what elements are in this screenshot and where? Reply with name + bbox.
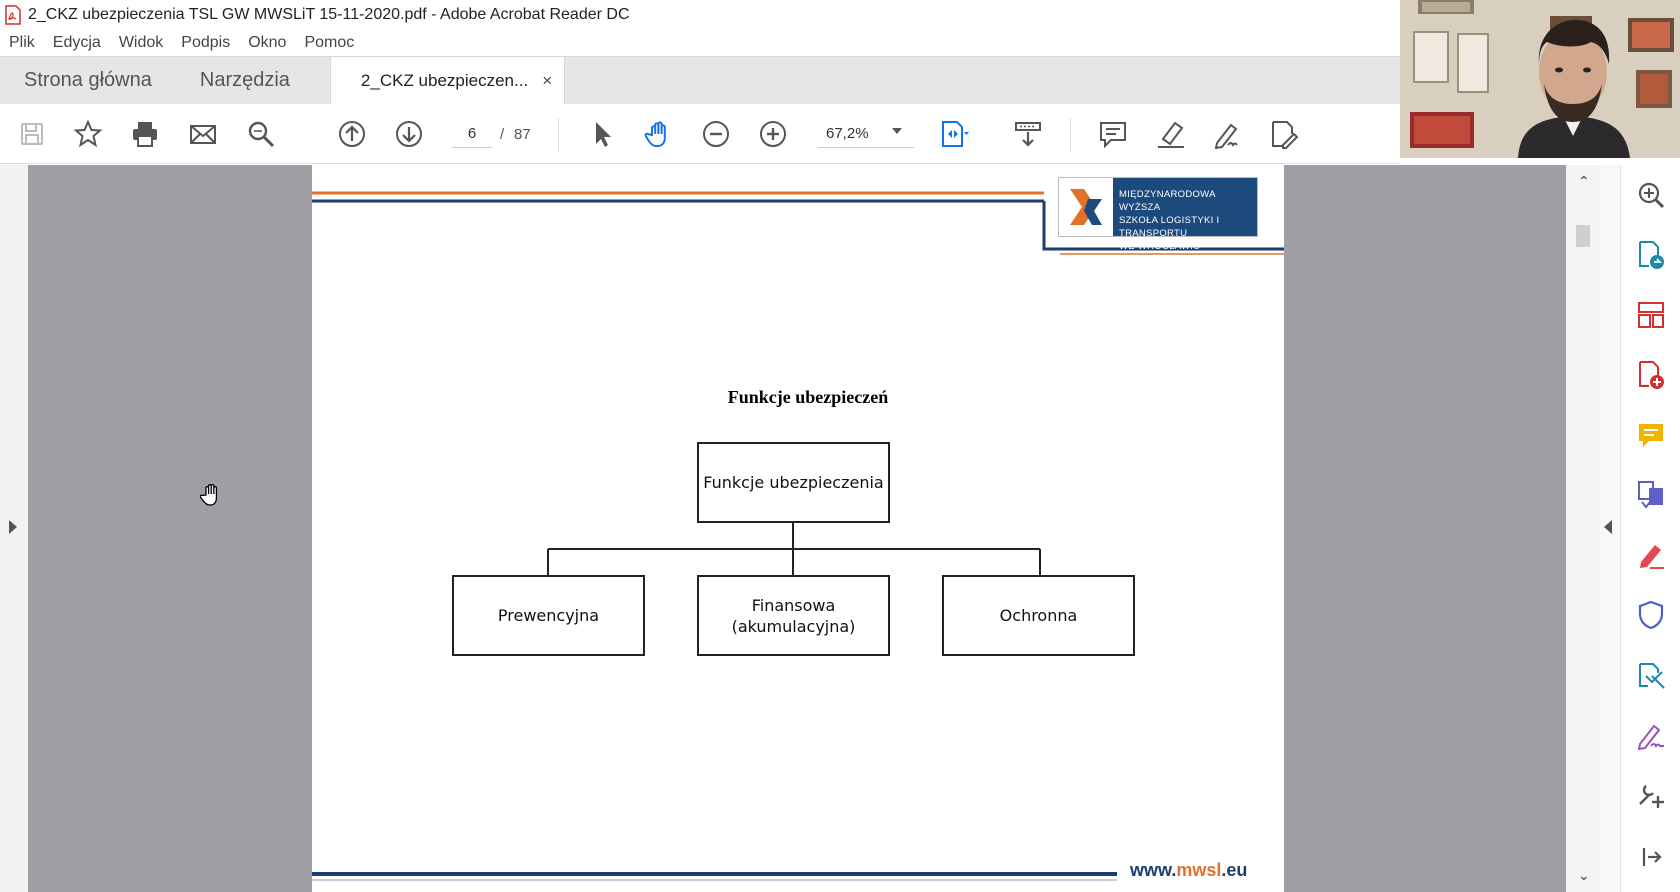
- protect-icon[interactable]: [1635, 599, 1667, 631]
- logo-mark-icon: [1059, 178, 1113, 236]
- zoom-in-icon[interactable]: [757, 118, 789, 150]
- toolbar-divider: [558, 118, 559, 152]
- page-up-icon[interactable]: [336, 118, 368, 150]
- export-pdf-icon[interactable]: [1635, 239, 1667, 271]
- menu-sign[interactable]: Podpis: [181, 34, 231, 51]
- tab-tools[interactable]: Narzędzia: [199, 69, 290, 91]
- root-box: Funkcje ubezpieczenia: [697, 442, 890, 523]
- tab-home[interactable]: Strona główna: [24, 69, 152, 91]
- tab-document-label: 2_CKZ ubezpieczen...: [360, 70, 529, 90]
- child-box-ochronna: Ochronna: [942, 575, 1135, 656]
- pdf-page: MIĘDZYNARODOWA WYŻSZA SZKOŁA LOGISTYKI I…: [312, 165, 1284, 892]
- tab-document[interactable]: 2_CKZ ubezpieczen... ×: [329, 57, 566, 104]
- logo-line-3: WE WROCŁAWIU: [1119, 241, 1201, 252]
- edit-pdf-icon[interactable]: [1268, 118, 1300, 150]
- organize-pages-icon[interactable]: [1635, 299, 1667, 331]
- page-separator: /: [500, 126, 505, 143]
- toolbar: 6 / 87 67,2%: [0, 104, 1400, 164]
- menu-view[interactable]: Widok: [118, 34, 164, 51]
- hand-cursor-icon: [200, 484, 218, 506]
- comment-tool-icon[interactable]: [1635, 419, 1667, 451]
- right-tools-panel: [1620, 165, 1680, 892]
- acrobat-app-icon: [5, 5, 21, 25]
- signature-icon[interactable]: [1635, 719, 1667, 751]
- website-suffix: .eu: [1221, 860, 1248, 880]
- create-pdf-icon[interactable]: [1635, 359, 1667, 391]
- menu-help[interactable]: Pomoc: [304, 34, 355, 51]
- menu-edit[interactable]: Edycja: [52, 34, 101, 51]
- print-icon[interactable]: [129, 118, 161, 150]
- search-icon[interactable]: [245, 118, 277, 150]
- zoom-out-icon[interactable]: [700, 118, 732, 150]
- website-accent: mwsl: [1176, 860, 1222, 880]
- menu-window[interactable]: Okno: [248, 34, 287, 51]
- comment-icon[interactable]: [1097, 118, 1129, 150]
- collapse-right-panel-icon[interactable]: [1604, 520, 1612, 534]
- combine-files-icon[interactable]: [1635, 479, 1667, 511]
- logo-text: MIĘDZYNARODOWA WYŻSZA SZKOŁA LOGISTYKI I…: [1113, 178, 1257, 252]
- more-tools-icon[interactable]: [1635, 779, 1667, 811]
- webcam-person-image: [1400, 0, 1680, 158]
- zoom-dropdown-icon[interactable]: [892, 128, 902, 134]
- current-page-input[interactable]: 6: [452, 120, 492, 148]
- webcam-video: [1400, 0, 1680, 158]
- website-prefix: www.: [1130, 860, 1177, 880]
- bookmark-star-icon[interactable]: [72, 118, 104, 150]
- scroll-mode-icon[interactable]: [1012, 118, 1044, 150]
- toolbar-divider: [1070, 118, 1071, 152]
- select-cursor-icon[interactable]: [586, 118, 618, 150]
- highlight-icon[interactable]: [1155, 118, 1187, 150]
- collapse-panel-icon[interactable]: [1635, 841, 1667, 873]
- slide-title: Funkcje ubezpieczeń: [727, 387, 889, 407]
- slide-decoration: [312, 191, 1284, 881]
- logo-line-2: SZKOŁA LOGISTYKI I TRANSPORTU: [1119, 215, 1220, 239]
- sign-icon[interactable]: [1212, 118, 1244, 150]
- child-box-finansowa: Finansowa (akumulacyjna): [697, 575, 890, 656]
- window-title: 2_CKZ ubezpieczenia TSL GW MWSLiT 15-11-…: [28, 6, 630, 23]
- total-pages: 87: [514, 126, 531, 143]
- vertical-scrollbar[interactable]: ⌃ ⌄: [1566, 165, 1600, 892]
- email-icon[interactable]: [187, 118, 219, 150]
- hand-tool-icon[interactable]: [643, 118, 675, 150]
- fill-sign-icon[interactable]: [1635, 539, 1667, 571]
- menu-file[interactable]: Plik: [9, 34, 35, 51]
- menu-bar: Plik Edycja Widok Podpis Okno Pomoc: [0, 30, 1400, 56]
- logo-line-1: MIĘDZYNARODOWA WYŻSZA: [1119, 189, 1216, 213]
- zoom-level-input[interactable]: 67,2%: [818, 120, 914, 148]
- scroll-down-icon[interactable]: ⌄: [1578, 867, 1590, 883]
- close-tab-icon[interactable]: ×: [542, 70, 553, 90]
- website-url: www.mwsl.eu: [1130, 860, 1247, 881]
- expand-left-panel-icon[interactable]: [9, 520, 17, 534]
- right-panel-toggle[interactable]: [1600, 165, 1620, 892]
- send-icon[interactable]: [1635, 659, 1667, 691]
- tab-bar: Strona główna Narzędzia 2_CKZ ubezpiecze…: [0, 56, 1400, 104]
- save-icon[interactable]: [16, 118, 48, 150]
- title-bar: 2_CKZ ubezpieczenia TSL GW MWSLiT 15-11-…: [0, 0, 1400, 30]
- child-box-prewencyjna: Prewencyjna: [452, 575, 645, 656]
- university-logo: MIĘDZYNARODOWA WYŻSZA SZKOŁA LOGISTYKI I…: [1058, 177, 1258, 252]
- fit-page-icon[interactable]: [938, 118, 970, 150]
- zoom-panel-icon[interactable]: [1635, 179, 1667, 211]
- page-down-icon[interactable]: [393, 118, 425, 150]
- scroll-thumb[interactable]: [1576, 225, 1590, 247]
- scroll-up-icon[interactable]: ⌃: [1578, 173, 1590, 189]
